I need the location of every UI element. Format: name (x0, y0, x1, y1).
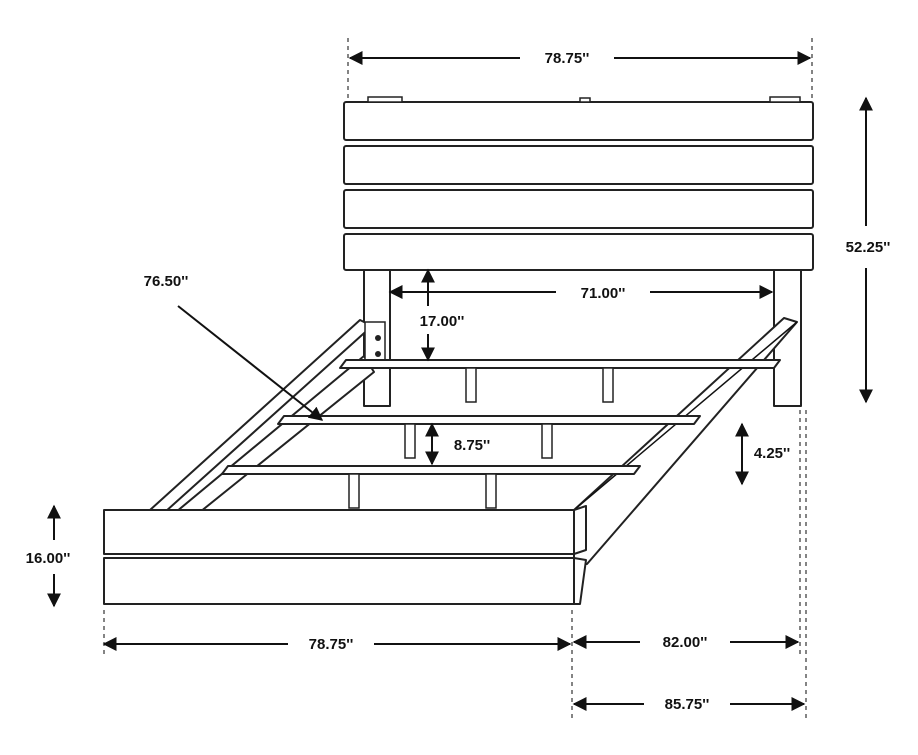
footboard (103, 505, 587, 605)
headboard-panel-2 (343, 145, 814, 185)
inner-width-label: 71.00'' (581, 285, 626, 302)
rail-height-label: 4.25'' (754, 445, 790, 462)
headboard-panel-3 (343, 189, 814, 229)
under-clearance-label: 17.00'' (420, 313, 465, 330)
headboard-height-label: 52.25'' (846, 239, 891, 256)
length-label: 82.00'' (663, 634, 708, 651)
headboard-width-label: 78.75'' (545, 50, 590, 67)
headboard-panel-4 (343, 233, 814, 271)
footboard-top-panel (103, 509, 575, 555)
footboard-height-label: 16.00'' (26, 550, 71, 567)
slats (221, 359, 781, 509)
diagonal-label: 76.50'' (144, 273, 189, 290)
slat-height-label: 8.75'' (454, 437, 490, 454)
right-side-rail (573, 317, 798, 565)
slat-1 (339, 359, 781, 369)
extension-lines (103, 38, 813, 720)
slat-3 (221, 465, 641, 475)
slat-2 (277, 415, 701, 425)
headboard-panel-1 (343, 101, 814, 141)
footboard-width-label: 78.75'' (309, 636, 354, 653)
headboard (343, 96, 814, 407)
overall-length-label: 85.75'' (665, 696, 710, 713)
footboard-bottom-panel (103, 557, 575, 605)
dimension-lines (47, 51, 873, 711)
dimension-labels: 78.75'' 52.25'' 71.00'' 76.50'' 17.00'' … (26, 50, 891, 713)
